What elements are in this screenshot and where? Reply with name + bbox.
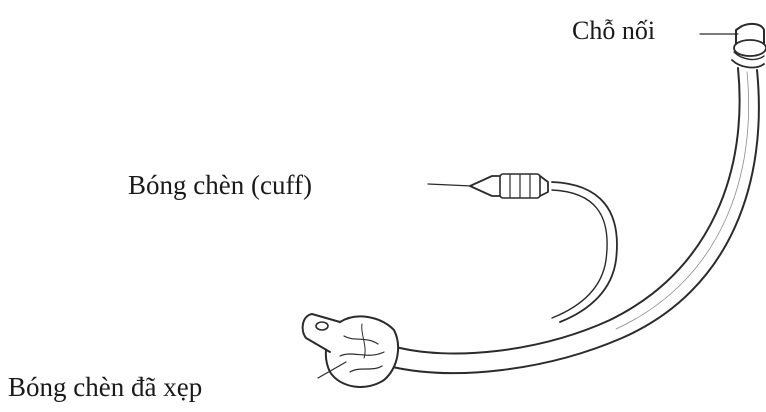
pilot-balloon-valve <box>470 174 548 198</box>
pilot-line <box>552 182 617 322</box>
label-deflated-cuff: Bóng chèn đã xẹp <box>8 374 202 401</box>
leader-line-cuff <box>428 184 472 186</box>
label-connector: Chỗ nối <box>572 18 655 44</box>
main-tube <box>388 68 759 373</box>
tube-connector <box>732 24 766 68</box>
label-cuff: Bóng chèn (cuff) <box>128 172 312 199</box>
